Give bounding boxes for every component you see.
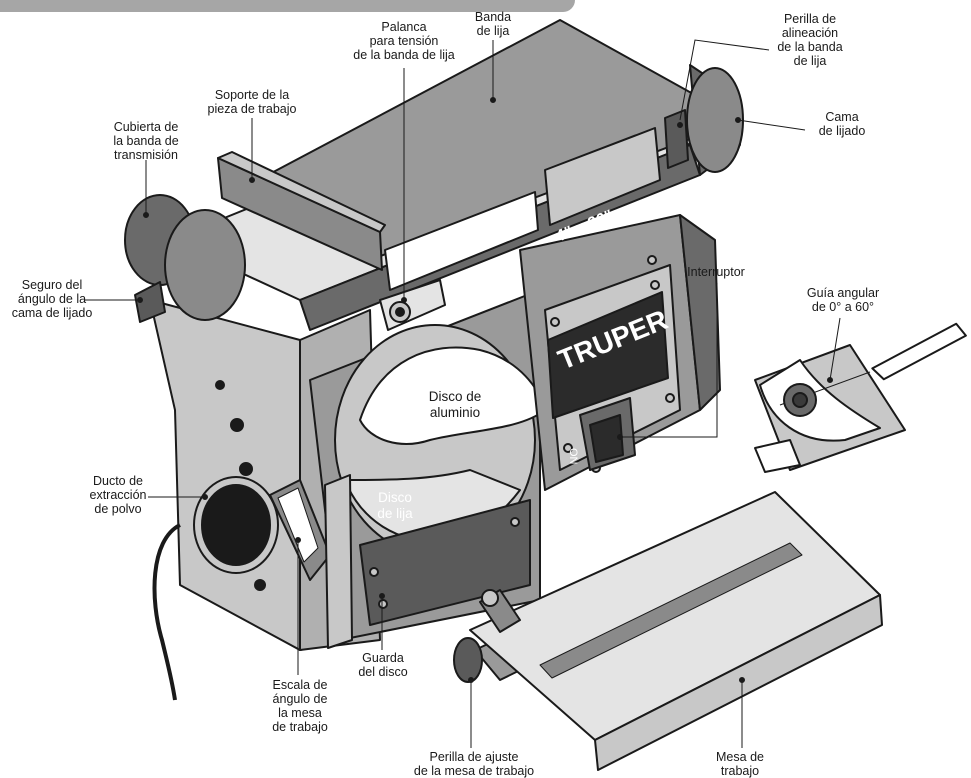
label-sanding-disc: Disco de lija [377,490,413,521]
label-bed-angle-lock: Seguro del ángulo de la cama de lijado [11,278,93,320]
label-transmission-cover: Cubierta de la banda de transmisión [113,120,179,162]
label-work-table: Mesa de trabajo [716,750,764,778]
work-table [469,491,883,771]
label-table-adjust-knob: Perilla de ajuste de la mesa de trabajo [413,750,535,778]
belt-alignment-knob[interactable] [664,109,689,169]
leader-interruptor [620,283,718,438]
side-frame [324,474,353,649]
label-dust-port: Ducto de extracción de polvo [89,474,147,516]
label-sanding-bed: Cama de lijado [818,110,866,138]
power-switch[interactable] [579,397,636,471]
miter-gauge[interactable] [754,322,967,473]
leader-perilla-alineacion [679,39,770,121]
main-housing [149,299,301,651]
label-disc-guard: Guarda del disco [358,651,408,679]
bed-angle-lock[interactable] [134,281,166,323]
label-aluminum-disc: Disco de aluminio [428,389,482,420]
dust-port [193,476,279,574]
label-workpiece-support: Soporte de la pieza de trabajo [207,88,297,116]
table-adjust-knob[interactable] [453,589,521,683]
label-tension-lever: Palanca para tensión de la banda de lija [353,20,455,62]
belt-tension-lever[interactable] [379,279,446,331]
workpiece-support [217,151,386,271]
label-belt-alignment-knob: Perilla de alineación de la banda de lij… [777,12,843,68]
transmission-cover [124,194,246,321]
label-power-switch: Interruptor [687,265,745,279]
belt-drum-right [686,64,744,176]
power-cord [152,523,182,701]
label-sanding-belt: Banda de lija [474,10,512,38]
control-panel [544,255,681,473]
label-miter-gauge: Guía angular de 0° a 60° [806,286,880,314]
label-angle-scale: Escala de ángulo de la mesa de trabajo [272,678,328,734]
switch-on-text: ON [567,448,579,465]
leader-cama [737,119,806,131]
leader-guia [829,317,841,381]
header-bar [0,0,575,12]
